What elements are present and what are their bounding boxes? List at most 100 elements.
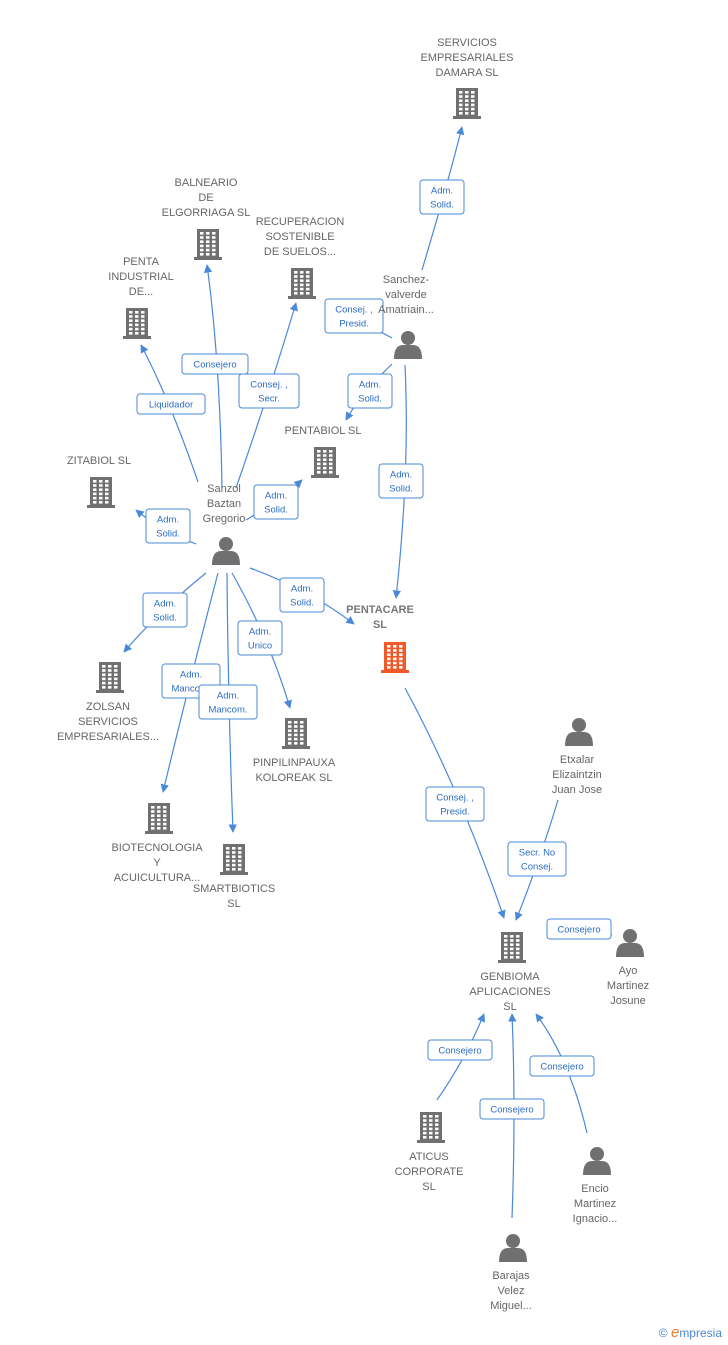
relation-label-text: Adm.	[249, 627, 271, 638]
node-pentabiol[interactable]: PENTABIOL SL	[284, 425, 362, 478]
building-icon[interactable]	[123, 308, 151, 339]
relation-label[interactable]: Consejero	[479, 1098, 545, 1120]
node-zolsan[interactable]: ZOLSANSERVICIOSEMPRESARIALES...	[57, 662, 159, 743]
relation-label-box	[238, 373, 300, 409]
building-icon[interactable]	[381, 642, 409, 673]
relation-label-box	[529, 1055, 595, 1077]
relation-label[interactable]: Consejero	[427, 1039, 493, 1061]
relation-label-text: Adm.	[154, 599, 176, 610]
relation-label[interactable]: Adm.Solid.	[419, 179, 465, 215]
relation-label-text: Secr. No	[519, 848, 555, 859]
node-label-line: SL	[373, 619, 387, 631]
person-icon[interactable]	[565, 718, 593, 746]
node-label-line: DE...	[129, 286, 153, 298]
node-label-line: PINPILINPAUXA	[253, 757, 336, 769]
person-icon[interactable]	[212, 537, 240, 565]
node-label-line: BIOTECNOLOGIA	[111, 842, 203, 854]
building-icon[interactable]	[282, 718, 310, 749]
brand-name: mpresia	[679, 1326, 722, 1340]
relation-label-text: Consejero	[193, 360, 236, 371]
relation-label[interactable]: Adm. Mancom.	[198, 684, 258, 720]
relation-label[interactable]: Consejero	[546, 918, 612, 940]
building-icon[interactable]	[288, 268, 316, 299]
node-sanchez[interactable]: Sanchez-valverdeAmatriain...	[378, 274, 434, 359]
relation-label-text: Liquidador	[149, 400, 193, 411]
node-label-line: ZOLSAN	[86, 701, 130, 713]
copyright-symbol: ©	[658, 1326, 668, 1340]
building-icon[interactable]	[220, 844, 248, 875]
relation-label[interactable]: Adm.Solid.	[142, 592, 188, 628]
relation-label[interactable]: Consej. ,Presid.	[425, 786, 485, 822]
node-zitabiol[interactable]: ZITABIOL SL	[67, 455, 131, 508]
relation-label[interactable]: Consej. , Secr.	[238, 373, 300, 409]
person-icon[interactable]	[499, 1234, 527, 1262]
relation-label[interactable]: Consejero	[181, 353, 249, 375]
relation-label-box	[425, 786, 485, 822]
node-penta-industrial[interactable]: PENTAINDUSTRIALDE...	[108, 256, 174, 339]
relation-label-box	[142, 592, 188, 628]
relation-label-text: Adm.	[157, 515, 179, 526]
relation-label-text: Consej. ,	[250, 380, 288, 391]
node-label-line: GENBIOMA	[480, 971, 540, 983]
relation-label[interactable]: Secr. No Consej.	[507, 841, 567, 877]
relation-label[interactable]: Consejero	[529, 1055, 595, 1077]
edge-sanzol-to-balneario	[203, 264, 223, 489]
relation-label-text: Consejero	[557, 925, 600, 936]
node-label-line: DE	[198, 192, 213, 204]
node-label-line: EMPRESARIALES...	[57, 731, 159, 743]
person-icon[interactable]	[394, 331, 422, 359]
relation-label-box	[479, 1098, 545, 1120]
relation-label[interactable]: Adm.Solid.	[347, 373, 393, 409]
relation-label[interactable]: Adm.Solid.	[378, 463, 424, 499]
relation-label-text: Mancom.	[208, 705, 247, 716]
node-biotec[interactable]: BIOTECNOLOGIAYACUICULTURA...	[111, 803, 203, 884]
empresia-brand[interactable]: © empresia	[659, 1324, 722, 1341]
relation-label-box	[546, 918, 612, 940]
relation-label[interactable]: Consej. ,Presid.	[324, 298, 384, 334]
relation-label-text: Adm.	[431, 186, 453, 197]
relation-label[interactable]: Adm.Solid.	[253, 484, 299, 520]
node-label-line: CORPORATE	[395, 1166, 464, 1178]
relation-label-box	[378, 463, 424, 499]
relation-label[interactable]: Adm.Solid.	[279, 577, 325, 613]
node-label-line: Etxalar	[560, 754, 595, 766]
building-icon[interactable]	[145, 803, 173, 834]
building-icon[interactable]	[96, 662, 124, 693]
relation-label-box	[279, 577, 325, 613]
building-icon[interactable]	[417, 1112, 445, 1143]
relation-label-box	[237, 620, 283, 656]
relation-label[interactable]: Adm.Unico	[237, 620, 283, 656]
node-encio[interactable]: EncioMartinezIgnacio...	[573, 1147, 618, 1225]
building-icon[interactable]	[311, 447, 339, 478]
building-icon[interactable]	[498, 932, 526, 963]
relation-label-text: Consejero	[540, 1062, 583, 1073]
building-icon[interactable]	[87, 477, 115, 508]
relation-label[interactable]: Liquidador	[136, 393, 206, 415]
person-icon[interactable]	[583, 1147, 611, 1175]
relation-label[interactable]: Adm.Solid.	[145, 508, 191, 544]
node-label-line: ACUICULTURA...	[114, 872, 201, 884]
node-label-line: APLICACIONES	[469, 986, 550, 998]
relation-label-text: Secr.	[258, 394, 280, 405]
relation-label-text: Consej.	[521, 862, 553, 873]
relation-label-text: Adm.	[390, 470, 412, 481]
building-icon[interactable]	[453, 88, 481, 119]
building-icon[interactable]	[194, 229, 222, 260]
relation-label-text: Adm.	[217, 691, 239, 702]
node-label-line: SERVICIOS	[437, 37, 497, 49]
person-icon[interactable]	[616, 929, 644, 957]
node-label-line: ELGORRIAGA SL	[162, 207, 251, 219]
node-barajas[interactable]: BarajasVelezMiguel...	[490, 1234, 532, 1312]
node-label-line: ZITABIOL SL	[67, 455, 131, 467]
